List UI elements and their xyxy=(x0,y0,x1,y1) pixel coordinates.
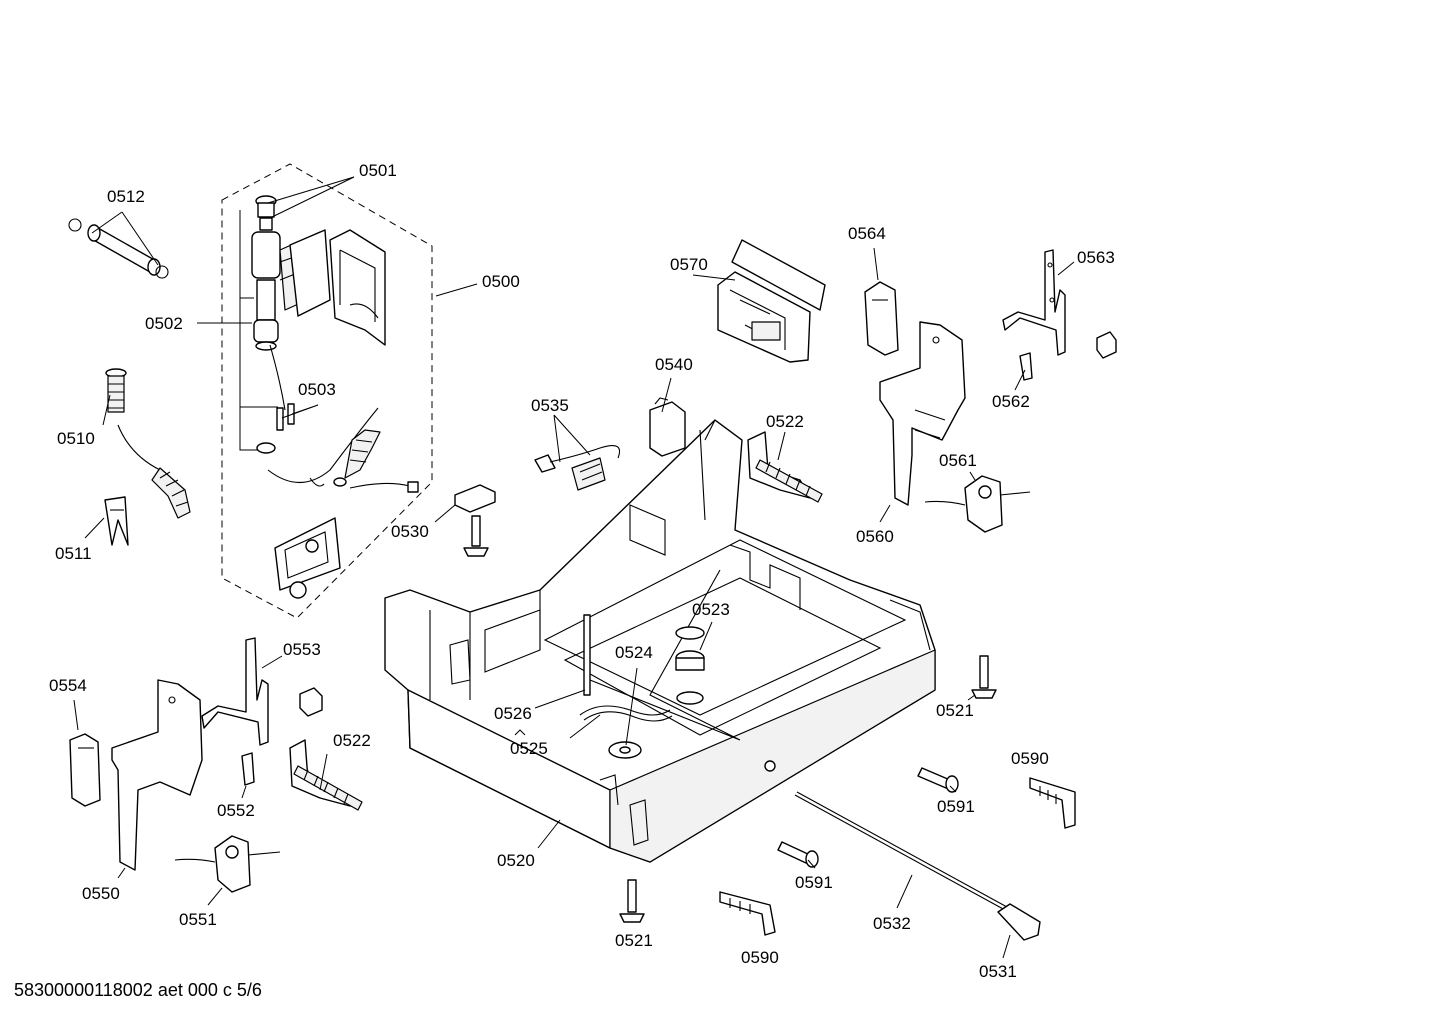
part-0522-spring-upper xyxy=(747,431,823,503)
part-0550-bracket xyxy=(111,679,203,871)
label-0552: 0552 xyxy=(217,801,255,820)
part-0523-rings xyxy=(675,626,705,705)
label-0520: 0520 xyxy=(497,851,535,870)
document-footer-id: 58300000118002 aet 000 c 5/6 xyxy=(14,980,262,1000)
part-0591-bolt-bottom xyxy=(777,841,819,868)
part-0511-clip xyxy=(104,496,129,546)
label-0550: 0550 xyxy=(82,884,120,903)
label-0522-upper: 0522 xyxy=(766,412,804,431)
part-0503-sensors xyxy=(256,344,295,454)
label-0526: 0526 xyxy=(494,704,532,723)
part-0531-knob xyxy=(997,903,1041,941)
label-0501: 0501 xyxy=(359,161,397,180)
label-0510: 0510 xyxy=(57,429,95,448)
part-0590-rail-right xyxy=(1029,777,1076,829)
part-0524-disc xyxy=(608,741,642,759)
label-0531: 0531 xyxy=(979,962,1017,981)
label-0525: 0525 xyxy=(510,739,548,758)
label-0591-bottom: 0591 xyxy=(795,873,833,892)
label-0563: 0563 xyxy=(1077,248,1115,267)
part-0563-clip xyxy=(1096,331,1117,359)
label-0540: 0540 xyxy=(655,355,693,374)
part-0554-cover xyxy=(69,733,101,807)
label-0502: 0502 xyxy=(145,314,183,333)
label-0564: 0564 xyxy=(848,224,886,243)
label-0591-right: 0591 xyxy=(937,797,975,816)
label-0530: 0530 xyxy=(391,522,429,541)
part-0521-screw-right xyxy=(971,655,997,699)
part-0552-clip xyxy=(241,752,255,786)
part-0551-float-switch xyxy=(174,835,281,893)
label-0522-lower: 0522 xyxy=(333,731,371,750)
part-0522-spring-lower xyxy=(289,739,363,811)
assembly-group-0500-outline xyxy=(221,163,433,619)
label-0524: 0524 xyxy=(615,643,653,662)
part-0564-cover xyxy=(864,281,899,356)
label-0560: 0560 xyxy=(856,527,894,546)
part-0570-control-module xyxy=(717,239,826,363)
part-0591-bolt-right xyxy=(917,767,959,793)
part-0500-bracket xyxy=(274,517,341,599)
part-0500-housing xyxy=(289,229,386,346)
label-0521-right: 0521 xyxy=(936,701,974,720)
leader-lines xyxy=(73,176,1075,959)
part-0520-base-tub xyxy=(384,419,936,863)
part-0500-hose xyxy=(267,407,419,493)
part-0525-heater xyxy=(579,705,673,722)
label-0553: 0553 xyxy=(283,640,321,659)
part-0553-clip xyxy=(299,687,323,717)
label-0554: 0554 xyxy=(49,676,87,695)
part-0530-connector xyxy=(454,484,496,513)
part-0553-bracket xyxy=(201,637,269,746)
label-0561: 0561 xyxy=(939,451,977,470)
label-0532: 0532 xyxy=(873,914,911,933)
part-0560-bracket xyxy=(879,321,966,506)
part-0510-spring-hose xyxy=(105,368,191,519)
label-0523: 0523 xyxy=(692,600,730,619)
part-0526-rod xyxy=(583,614,591,696)
label-0590-bottom: 0590 xyxy=(741,948,779,967)
label-0511: 0511 xyxy=(55,544,92,563)
label-0512: 0512 xyxy=(107,187,145,206)
part-labels: 0501 0512 0500 0502 0503 0510 0511 0535 … xyxy=(49,161,1115,981)
part-0563-bracket xyxy=(1002,249,1066,356)
part-0590-rail-bottom xyxy=(719,891,776,936)
part-0532-rod xyxy=(794,791,1008,911)
label-0570: 0570 xyxy=(670,255,708,274)
label-0500: 0500 xyxy=(482,272,520,291)
part-0512-hose-clamps xyxy=(68,218,169,279)
label-0521-bottom: 0521 xyxy=(615,931,653,950)
label-0503: 0503 xyxy=(298,380,336,399)
label-0551: 0551 xyxy=(179,910,217,929)
part-0535-cable xyxy=(534,445,621,491)
part-0561-float-switch xyxy=(924,475,1031,533)
label-0535: 0535 xyxy=(531,396,569,415)
label-0562: 0562 xyxy=(992,392,1030,411)
label-0590-right: 0590 xyxy=(1011,749,1049,768)
part-0540-sensor xyxy=(649,397,686,457)
part-0521-screw-bottom xyxy=(619,879,645,923)
part-0530-screw xyxy=(463,515,489,557)
